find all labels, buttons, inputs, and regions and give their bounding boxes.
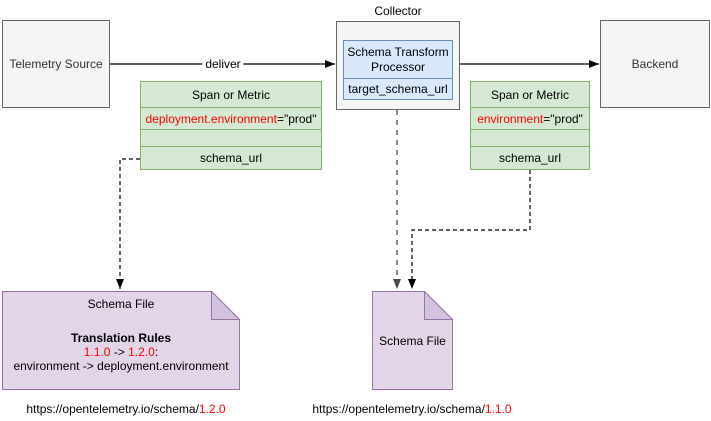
translation-rules-heading: Translation Rules xyxy=(70,331,172,345)
telemetry-source-node: Telemetry Source xyxy=(2,20,110,108)
schema-file-left-doc: Schema File Translation Rules 1.1.0 -> 1… xyxy=(2,291,240,390)
span-left-header: Span or Metric xyxy=(141,82,321,108)
schema-file-left-title: Schema File xyxy=(87,297,155,311)
span-left-attribute-key: deployment.environment xyxy=(145,111,277,126)
edge-right-schema-url-to-file xyxy=(408,170,531,289)
span-left-schema-url-row: schema_url xyxy=(199,150,263,165)
span-right-schema-url-row: schema_url xyxy=(498,150,562,165)
deliver-edge-label: deliver xyxy=(202,57,244,71)
span-right-empty-row xyxy=(471,130,589,147)
version-from: 1.1.0 xyxy=(83,345,111,359)
span-or-metric-left-table: Span or Metric deployment.environment="p… xyxy=(140,81,322,170)
span-or-metric-right-table: Span or Metric environment="prod" schema… xyxy=(470,81,590,170)
schema-file-middle-title: Schema File xyxy=(379,333,446,348)
schema-url-left-text: https://opentelemetry.io/schema/1.2.0 xyxy=(0,402,252,416)
version-to: 1.2.0 xyxy=(128,345,155,359)
schema-url-middle-text: https://opentelemetry.io/schema/1.1.0 xyxy=(302,402,522,416)
url-middle-version: 1.1.0 xyxy=(484,402,512,416)
span-right-attribute-row: environment="prod" xyxy=(471,108,589,130)
version-colon: : xyxy=(154,345,159,359)
translation-rules-block: Translation Rules 1.1.0 -> 1.2.0: enviro… xyxy=(2,331,240,373)
translation-rule-line: environment -> deployment.environment xyxy=(13,359,229,373)
backend-node: Backend xyxy=(600,20,710,108)
schema-transform-processor-title: Schema Transform Processor xyxy=(344,41,452,79)
folded-corner xyxy=(424,291,453,320)
span-left-attribute-row: deployment.environment="prod" xyxy=(141,108,321,130)
span-right-header: Span or Metric xyxy=(471,82,589,108)
folded-corner xyxy=(211,291,240,320)
span-left-attribute-value: ="prod" xyxy=(276,111,317,126)
url-left-version: 1.2.0 xyxy=(198,402,226,416)
schema-transform-processor-node: Schema Transform Processor target_schema… xyxy=(343,40,453,100)
url-middle-base: https://opentelemetry.io/schema/ xyxy=(312,402,485,416)
url-left-base: https://opentelemetry.io/schema/ xyxy=(26,402,199,416)
span-left-empty-row xyxy=(141,130,321,147)
schema-file-middle-doc: Schema File xyxy=(372,291,453,390)
target-schema-url-row: target_schema_url xyxy=(348,82,448,96)
document-shape xyxy=(2,291,240,390)
telemetry-source-label: Telemetry Source xyxy=(9,57,103,71)
translation-rules-versions: 1.1.0 -> 1.2.0: xyxy=(2,345,240,359)
version-arrow: -> xyxy=(110,345,129,359)
span-right-attribute-key: environment xyxy=(477,111,544,126)
span-right-attribute-value: ="prod" xyxy=(543,111,583,126)
backend-label: Backend xyxy=(631,57,679,71)
document-shape xyxy=(372,291,453,390)
edge-left-schema-url-to-file xyxy=(116,158,140,289)
collector-label: Collector xyxy=(374,4,422,18)
